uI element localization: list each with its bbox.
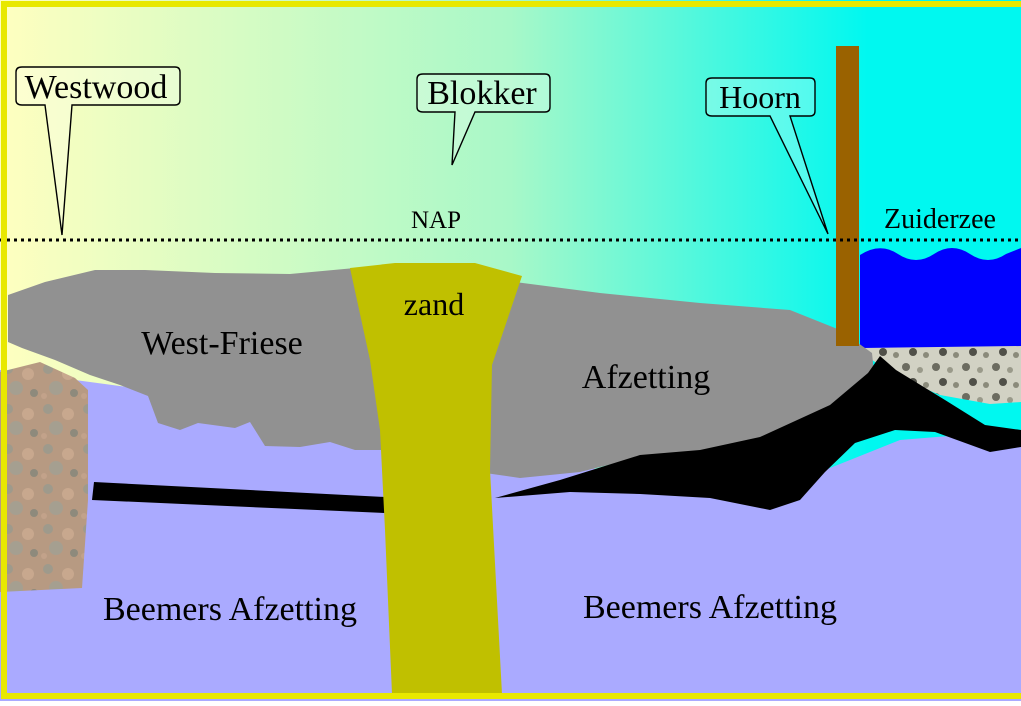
peat-layer-right [495, 356, 1021, 510]
beemers-label-left: Beemers Afzetting [103, 591, 357, 628]
beemers-label-right: Beemers Afzetting [583, 589, 837, 626]
westwood-callout: Westwood [15, 66, 181, 236]
zuiderzee-water [860, 248, 1021, 352]
afzetting-label: Afzetting [582, 359, 710, 396]
beemers-layer [0, 370, 1021, 701]
zuiderzee-label: Zuiderzee [884, 204, 996, 235]
church-tower-icon [836, 46, 859, 346]
rock-texture-icon [0, 362, 88, 592]
sand-channel [350, 263, 522, 694]
blokker-callout: Blokker [416, 73, 551, 166]
sand-label: zand [404, 286, 464, 322]
gravel-texture-icon [862, 346, 1021, 404]
blokker-label: Blokker [427, 75, 537, 112]
west-friese-label: West-Friese [141, 325, 303, 362]
peat-layer-left [92, 482, 385, 513]
hoorn-label: Hoorn [719, 79, 801, 115]
nap-label: NAP [411, 207, 461, 234]
westwood-label: Westwood [25, 69, 168, 106]
hoorn-callout: Hoorn [705, 77, 829, 235]
